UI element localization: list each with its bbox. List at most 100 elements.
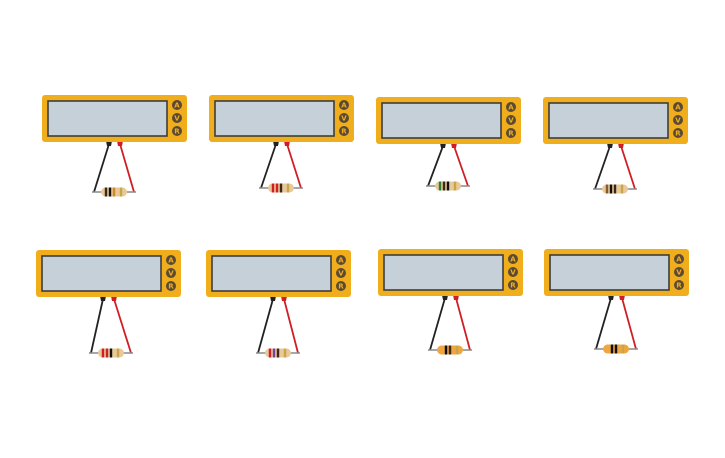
mode-button-label: A bbox=[338, 257, 344, 265]
mode-button-r[interactable]: R bbox=[336, 281, 346, 291]
mode-button-a[interactable]: A bbox=[506, 102, 516, 112]
resistor-band-3 bbox=[112, 187, 116, 197]
resistor-band-2 bbox=[609, 184, 613, 194]
mode-button-r[interactable]: R bbox=[673, 128, 683, 138]
mode-button-r[interactable]: R bbox=[339, 126, 349, 136]
mode-button-v[interactable]: V bbox=[506, 115, 516, 125]
mode-button-v[interactable]: V bbox=[674, 267, 684, 277]
resistor[interactable] bbox=[92, 187, 136, 197]
mode-button-v[interactable]: V bbox=[336, 268, 346, 278]
mode-button-label: A bbox=[174, 102, 180, 110]
resistor-band-3 bbox=[276, 348, 280, 358]
resistor-band-2 bbox=[275, 183, 279, 193]
resistor-band-4 bbox=[621, 344, 625, 354]
black-jack bbox=[100, 296, 106, 301]
mode-button-r[interactable]: R bbox=[674, 280, 684, 290]
resistor-band-2 bbox=[442, 181, 446, 191]
mode-button-label: R bbox=[676, 282, 682, 290]
resistor[interactable] bbox=[89, 348, 133, 358]
multimeter-6[interactable]: AVR bbox=[206, 250, 351, 358]
resistor[interactable] bbox=[428, 345, 472, 355]
black-jack bbox=[440, 143, 446, 148]
red-jack bbox=[281, 296, 287, 301]
mode-button-a[interactable]: A bbox=[336, 255, 346, 265]
lcd-display bbox=[47, 100, 168, 137]
resistor-band-3 bbox=[613, 184, 617, 194]
black-jack bbox=[607, 143, 613, 148]
red-probe-lead bbox=[620, 145, 636, 190]
mode-button-label: A bbox=[510, 256, 516, 264]
multimeter-1[interactable]: AVR bbox=[42, 95, 187, 197]
mode-button-label: A bbox=[341, 102, 347, 110]
black-jack bbox=[442, 295, 448, 300]
black-jack bbox=[608, 295, 614, 300]
mode-button-r[interactable]: R bbox=[508, 280, 518, 290]
red-probe-lead bbox=[453, 145, 469, 187]
multimeter-7[interactable]: AVR bbox=[378, 249, 523, 355]
mode-button-r[interactable]: R bbox=[506, 128, 516, 138]
multimeter-5[interactable]: AVR bbox=[36, 250, 181, 358]
multimeter-2[interactable]: AVR bbox=[209, 95, 354, 193]
black-jack bbox=[273, 141, 279, 146]
lcd-display bbox=[381, 102, 502, 139]
red-probe-lead bbox=[286, 143, 302, 189]
red-probe-lead bbox=[119, 143, 135, 193]
mode-button-label: V bbox=[338, 270, 344, 278]
resistor[interactable] bbox=[593, 184, 637, 194]
black-probe-lead bbox=[93, 143, 110, 193]
black-probe-lead bbox=[90, 298, 104, 354]
red-jack bbox=[111, 296, 117, 301]
mode-button-label: A bbox=[508, 104, 514, 112]
mode-button-label: V bbox=[341, 115, 347, 123]
multimeter-3[interactable]: AVR bbox=[376, 97, 521, 191]
mode-button-v[interactable]: V bbox=[508, 267, 518, 277]
resistor-band-4 bbox=[620, 184, 624, 194]
resistor-band-4 bbox=[283, 348, 287, 358]
resistor-band-3 bbox=[109, 348, 113, 358]
mode-button-a[interactable]: A bbox=[673, 102, 683, 112]
resistor[interactable] bbox=[256, 348, 300, 358]
red-probe-lead bbox=[283, 298, 299, 354]
resistor-band-1 bbox=[605, 184, 609, 194]
black-jack bbox=[106, 141, 112, 146]
resistor-band-1 bbox=[438, 181, 442, 191]
mode-button-label: V bbox=[675, 117, 681, 125]
mode-button-r[interactable]: R bbox=[172, 126, 182, 136]
black-probe-lead bbox=[429, 297, 446, 351]
mode-button-label: R bbox=[510, 282, 516, 290]
black-probe-lead bbox=[594, 145, 611, 190]
mode-button-a[interactable]: A bbox=[339, 100, 349, 110]
resistor-band-2 bbox=[105, 348, 109, 358]
resistor-band-3 bbox=[446, 181, 450, 191]
mode-button-a[interactable]: A bbox=[674, 254, 684, 264]
resistor[interactable] bbox=[259, 183, 303, 193]
resistor-band-1 bbox=[101, 348, 105, 358]
resistor-band-4 bbox=[453, 181, 457, 191]
mode-button-a[interactable]: A bbox=[508, 254, 518, 264]
mode-button-a[interactable]: A bbox=[172, 100, 182, 110]
mode-button-v[interactable]: V bbox=[166, 268, 176, 278]
mode-button-label: V bbox=[676, 269, 682, 277]
mode-button-v[interactable]: V bbox=[172, 113, 182, 123]
mode-button-r[interactable]: R bbox=[166, 281, 176, 291]
mode-button-a[interactable]: A bbox=[166, 255, 176, 265]
mode-button-label: R bbox=[675, 130, 681, 138]
resistor-band-2 bbox=[610, 344, 614, 354]
mode-button-v[interactable]: V bbox=[339, 113, 349, 123]
mode-button-v[interactable]: V bbox=[673, 115, 683, 125]
red-probe-lead bbox=[113, 298, 132, 354]
mode-button-label: V bbox=[174, 115, 180, 123]
resistor[interactable] bbox=[594, 344, 638, 354]
resistor-band-4 bbox=[116, 348, 120, 358]
resistor-band-4 bbox=[119, 187, 123, 197]
resistor[interactable] bbox=[426, 181, 470, 191]
resistor-band-2 bbox=[272, 348, 276, 358]
red-jack bbox=[619, 295, 625, 300]
red-jack bbox=[453, 295, 459, 300]
multimeter-4[interactable]: AVR bbox=[543, 97, 688, 194]
multimeter-8[interactable]: AVR bbox=[544, 249, 689, 354]
resistor-band-1 bbox=[606, 344, 610, 354]
resistor-band-2 bbox=[108, 187, 112, 197]
